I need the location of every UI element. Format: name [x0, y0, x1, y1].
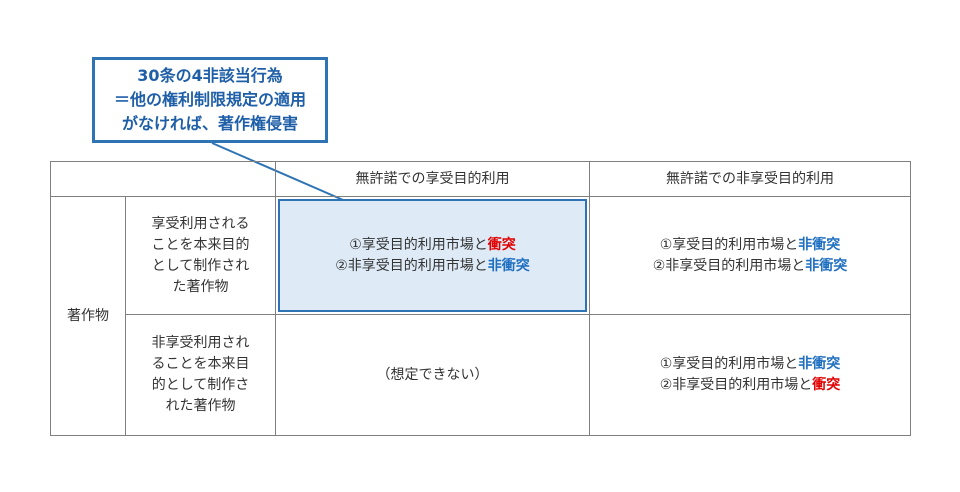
cell-line: ①享受目的利用市場と非衝突 [659, 236, 841, 253]
cell-line: ①享受目的利用市場と衝突 [349, 236, 516, 253]
conflict-tag: 衝突 [487, 236, 516, 253]
callout-box: 30条の4非該当行為 ＝他の権利制限規定の適用 がなければ、著作権侵害 [92, 57, 328, 143]
callout-line-3: がなければ、著作権侵害 [121, 114, 298, 133]
row-label-enjoyment-purpose: 享受利用される ことを本来目的 として制作され た著作物 [125, 196, 276, 315]
table-row: 非享受利用され ることを本来目 的として制作さ れた著作物 （想定できない） ①… [51, 314, 911, 436]
classification-table: 無許諾での享受目的利用 無許諾での非享受目的利用 著作物 享受利用される ことを… [50, 161, 911, 436]
header-enjoyment-use: 無許諾での享受目的利用 [275, 161, 590, 197]
cell-line: ①享受目的利用市場と非衝突 [659, 356, 841, 372]
callout-line-1: 30条の4非該当行為 [137, 66, 283, 85]
non-conflict-tag: 非衝突 [805, 257, 848, 274]
table-row: 著作物 享受利用される ことを本来目的 として制作され た著作物 ①享受目的利用… [50, 196, 911, 436]
header-row: 無許諾での享受目的利用 無許諾での非享受目的利用 [50, 161, 911, 197]
row-group-label: 著作物 [50, 196, 126, 436]
cell-r2-c2: ①享受目的利用市場と非衝突 ②非享受目的利用市場と衝突 [589, 314, 911, 436]
row-label-non-enjoyment-purpose: 非享受利用され ることを本来目 的として制作さ れた著作物 [125, 314, 276, 436]
non-conflict-tag: 非衝突 [798, 236, 841, 253]
non-conflict-tag: 非衝突 [798, 356, 841, 372]
non-conflict-tag: 非衝突 [487, 257, 530, 274]
cell-r2-c1: （想定できない） [275, 314, 590, 436]
cell-r1-c2: ①享受目的利用市場と非衝突 ②非享受目的利用市場と非衝突 [589, 196, 911, 315]
callout-line-2: ＝他の権利制限規定の適用 [113, 90, 306, 109]
header-non-enjoyment-use: 無許諾での非享受目的利用 [589, 161, 911, 197]
conflict-tag: 衝突 [812, 377, 841, 393]
corner-cell [50, 161, 276, 197]
cell-line: ②非享受目的利用市場と非衝突 [652, 257, 848, 274]
highlight-box: ①享受目的利用市場と衝突 ②非享受目的利用市場と非衝突 [278, 199, 587, 312]
highlighted-cell: ①享受目的利用市場と衝突 ②非享受目的利用市場と非衝突 [275, 196, 590, 315]
cell-line: ②非享受目的利用市場と衝突 [659, 377, 841, 393]
cell-line: ②非享受目的利用市場と非衝突 [335, 257, 530, 274]
